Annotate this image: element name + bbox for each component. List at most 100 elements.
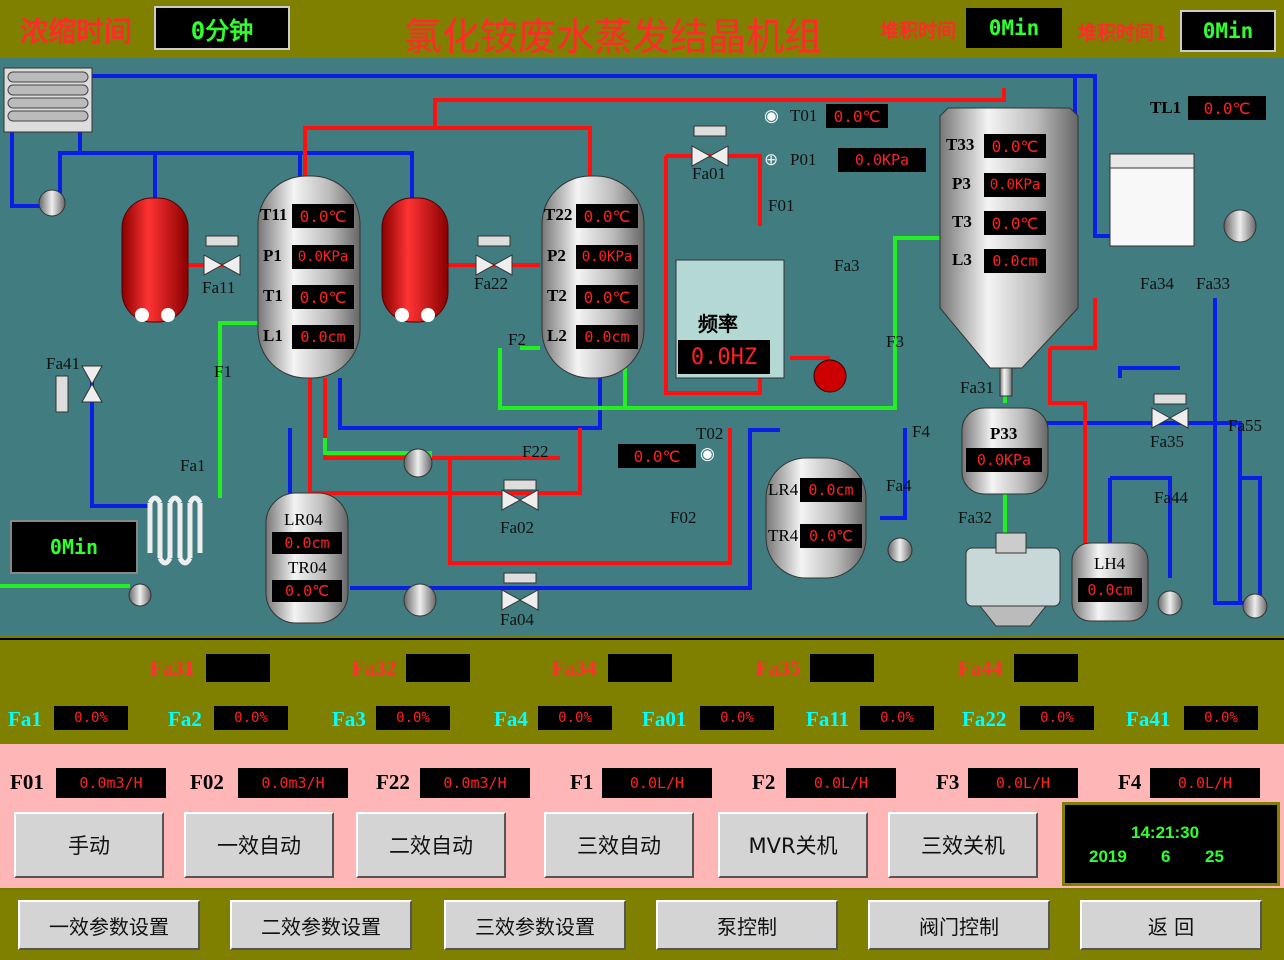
tank2-p2-value: 0.0KPa bbox=[576, 245, 638, 269]
pump-control-button[interactable]: 泵控制 bbox=[656, 900, 838, 950]
clock-day: 25 bbox=[1205, 847, 1224, 866]
flowmeter-f4-label[interactable]: F4 bbox=[912, 422, 930, 441]
tank3-l3-label: L3 bbox=[952, 250, 972, 269]
effect2-params-button[interactable]: 二效参数设置 bbox=[230, 900, 412, 950]
flowmeter-f01-label[interactable]: F01 bbox=[768, 196, 795, 215]
red-tank-1 bbox=[121, 197, 189, 323]
effect3-auto-button[interactable]: 三效自动 bbox=[544, 812, 694, 878]
manual-button[interactable]: 手动 bbox=[14, 812, 164, 878]
navigation-bar: 一效参数设置 二效参数设置 三效参数设置 泵控制 阀门控制 返 回 bbox=[0, 890, 1284, 960]
fa11-opening-label: Fa11 bbox=[806, 707, 850, 731]
valve-fa4-label[interactable]: Fa4 bbox=[886, 476, 912, 495]
freq-label: 频率 bbox=[698, 312, 738, 336]
f22-flow-value: 0.0m3/H bbox=[420, 768, 530, 798]
mvr-shutdown-button[interactable]: MVR关机 bbox=[718, 812, 868, 878]
fa41-opening-value: 0.0% bbox=[1184, 706, 1258, 730]
tank1-l1-label: L1 bbox=[263, 326, 283, 345]
cooler-unit bbox=[1109, 153, 1195, 247]
fa32-status-value bbox=[406, 654, 470, 682]
fa22-opening-label: Fa22 bbox=[962, 707, 1007, 731]
tank3-l3-value: 0.0cm bbox=[984, 249, 1046, 273]
fa2-opening-value: 0.0% bbox=[214, 706, 288, 730]
effect1-auto-button[interactable]: 一效自动 bbox=[184, 812, 334, 878]
lr4-value: 0.0cm bbox=[800, 478, 862, 502]
lr04-label: LR04 bbox=[284, 510, 323, 529]
f2-flow-value: 0.0L/H bbox=[786, 768, 896, 798]
p01-value: 0.0KPa bbox=[838, 148, 926, 172]
valve-fa1-label[interactable]: Fa1 bbox=[180, 456, 206, 475]
tank2-l2-label: L2 bbox=[547, 326, 567, 345]
valve-fa11-label[interactable]: Fa11 bbox=[202, 278, 236, 297]
system-clock: 14:21:30 2019 6 25 bbox=[1062, 802, 1280, 886]
valve-fa02-label[interactable]: Fa02 bbox=[500, 518, 534, 537]
f22-flow-label: F22 bbox=[376, 770, 410, 794]
valve-fa55-label[interactable]: Fa55 bbox=[1228, 416, 1262, 435]
effect1-params-button[interactable]: 一效参数设置 bbox=[18, 900, 200, 950]
tr04-label: TR04 bbox=[288, 558, 327, 577]
centrifuge bbox=[965, 532, 1061, 627]
fa44-status-value bbox=[1014, 654, 1078, 682]
tank2-t2-value: 0.0℃ bbox=[576, 285, 638, 309]
effect3-shutdown-button[interactable]: 三效关机 bbox=[888, 812, 1038, 878]
effect3-params-button[interactable]: 三效参数设置 bbox=[444, 900, 626, 950]
p33-value: 0.0KPa bbox=[966, 448, 1042, 472]
fa41-opening-label: Fa41 bbox=[1126, 707, 1171, 731]
lr04-value: 0.0cm bbox=[272, 532, 342, 554]
freq-value: 0.0HZ bbox=[678, 340, 770, 374]
fa3-opening-value: 0.0% bbox=[376, 706, 450, 730]
f4-flow-value: 0.0L/H bbox=[1150, 768, 1260, 798]
t02-value: 0.0℃ bbox=[618, 444, 696, 468]
flowmeter-f02-label[interactable]: F02 bbox=[670, 508, 697, 527]
tl1-value: 0.0℃ bbox=[1188, 96, 1266, 120]
f02-flow-label: F02 bbox=[190, 770, 224, 794]
p01-label: P01 bbox=[790, 150, 817, 169]
valve-fa32-label[interactable]: Fa32 bbox=[958, 508, 992, 527]
left-timer: 0Min bbox=[10, 520, 138, 574]
tr04-value: 0.0℃ bbox=[272, 580, 342, 602]
f3-flow-value: 0.0L/H bbox=[968, 768, 1078, 798]
valve-fa35-label[interactable]: Fa35 bbox=[1150, 432, 1184, 451]
valve-fa41-label[interactable]: Fa41 bbox=[46, 354, 80, 373]
effect2-auto-button[interactable]: 二效自动 bbox=[356, 812, 506, 878]
clock-time: 14:21:30 bbox=[1131, 823, 1200, 842]
flowmeter-f3-label[interactable]: F3 bbox=[886, 332, 904, 351]
fa4-opening-value: 0.0% bbox=[538, 706, 612, 730]
tank1-p1-value: 0.0KPa bbox=[292, 245, 354, 269]
valve-status-panel: Fa31 Fa32 Fa34 Fa35 Fa44 Fa1 0.0% Fa2 0.… bbox=[0, 638, 1284, 746]
fa35-status-value bbox=[810, 654, 874, 682]
tank2-p2-label: P2 bbox=[547, 246, 566, 265]
tank2-l2-value: 0.0cm bbox=[576, 325, 638, 349]
fa3-opening-label: Fa3 bbox=[332, 707, 366, 731]
tank3-t3-value: 0.0℃ bbox=[984, 211, 1046, 235]
fa2-opening-label: Fa2 bbox=[168, 707, 202, 731]
fa35-status-label: Fa35 bbox=[756, 656, 801, 680]
f1-flow-label: F1 bbox=[570, 770, 594, 794]
flowmeter-f2-label[interactable]: F2 bbox=[508, 330, 526, 349]
valve-fa31-label[interactable]: Fa31 bbox=[960, 378, 994, 397]
valve-control-button[interactable]: 阀门控制 bbox=[868, 900, 1050, 950]
flowmeter-f1-label[interactable]: F1 bbox=[214, 362, 232, 381]
t01-value: 0.0℃ bbox=[826, 104, 888, 128]
fa1-opening-value: 0.0% bbox=[54, 706, 128, 730]
tank3-p3-label: P3 bbox=[952, 174, 971, 193]
process-diagram: 0Min T11 0.0℃ P1 0.0KPa T1 0.0℃ L1 0.0cm… bbox=[0, 58, 1284, 636]
stack-time1-value: 0Min bbox=[1180, 10, 1276, 52]
valve-fa33-label[interactable]: Fa33 bbox=[1196, 274, 1230, 293]
valve-fa01-label[interactable]: Fa01 bbox=[692, 164, 726, 183]
valve-fa3-label[interactable]: Fa3 bbox=[834, 256, 860, 275]
back-button[interactable]: 返 回 bbox=[1080, 900, 1262, 950]
tank1-t1-value: 0.0℃ bbox=[292, 285, 354, 309]
tank2-t22-label: T22 bbox=[544, 205, 573, 224]
clock-year: 2019 bbox=[1089, 847, 1127, 866]
tank2-t2-label: T2 bbox=[547, 286, 567, 305]
lh4-label: LH4 bbox=[1094, 554, 1126, 573]
valve-fa44-label[interactable]: Fa44 bbox=[1154, 488, 1188, 507]
p33-label: P33 bbox=[990, 424, 1018, 443]
fa11-opening-value: 0.0% bbox=[860, 706, 934, 730]
valve-fa34-label[interactable]: Fa34 bbox=[1140, 274, 1174, 293]
red-tank-2 bbox=[381, 197, 449, 323]
valve-fa22-label[interactable]: Fa22 bbox=[474, 274, 508, 293]
valve-fa04-label[interactable]: Fa04 bbox=[500, 610, 534, 629]
clock-month: 6 bbox=[1161, 847, 1171, 866]
flowmeter-f22-label[interactable]: F22 bbox=[522, 442, 549, 461]
